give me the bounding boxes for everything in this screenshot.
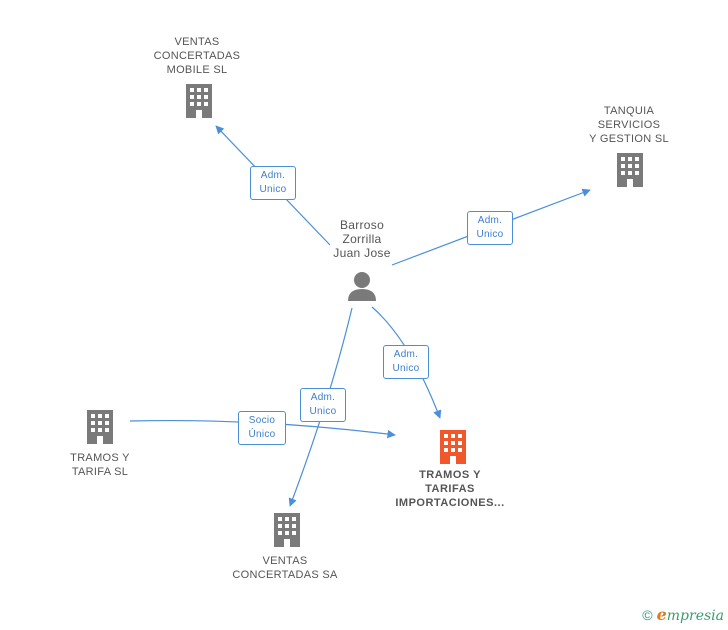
- building-icon[interactable]: [186, 84, 212, 118]
- brand-logo[interactable]: empresia: [657, 605, 724, 624]
- node-label-line: MOBILE SL: [166, 64, 228, 76]
- node-label-line: SERVICIOS: [597, 119, 661, 131]
- edge-label-to-tanquia: Adm. Unico: [467, 211, 513, 245]
- brand-initial: e: [656, 605, 667, 624]
- building-icon[interactable]: [274, 513, 300, 547]
- footer-branding: © empresia: [642, 605, 724, 624]
- edge-label-to-ventas-mobile: Adm. Unico: [250, 166, 296, 200]
- edge-label-to-focus: Adm. Unico: [383, 345, 429, 379]
- node-label-line: CONCERTADAS SA: [232, 569, 338, 581]
- node-person-barroso[interactable]: Barroso Zorrilla Juan Jose: [312, 218, 412, 260]
- node-label-line: TRAMOS Y: [70, 452, 130, 464]
- node-tramos-tarifa[interactable]: TRAMOS Y TARIFA SL: [40, 451, 160, 479]
- building-icon[interactable]: [617, 153, 643, 187]
- edge-label-line: Único: [248, 429, 276, 440]
- edge-label-line: Adm.: [310, 392, 336, 403]
- building-icon[interactable]: [440, 430, 466, 464]
- node-focus-tramos-tarifas-importaciones[interactable]: TRAMOS Y TARIFAS IMPORTACIONES...: [380, 468, 520, 510]
- copyright-symbol: ©: [642, 606, 653, 623]
- edge-label-line: Adm.: [477, 215, 503, 226]
- edge-label-line: Unico: [392, 363, 420, 374]
- node-label-line: Zorrilla: [342, 232, 382, 246]
- node-label-line: IMPORTACIONES...: [395, 497, 505, 509]
- node-label-line: Juan Jose: [333, 246, 391, 260]
- edge-label-line: Unico: [259, 184, 287, 195]
- node-label-line: TANQUIA: [603, 105, 655, 117]
- node-label-line: Y GESTION SL: [589, 133, 669, 145]
- node-ventas-concertadas-mobile[interactable]: VENTAS CONCERTADAS MOBILE SL: [137, 35, 257, 77]
- node-label-line: TARIFA SL: [71, 466, 129, 478]
- node-label-line: Barroso: [339, 218, 385, 232]
- node-ventas-concertadas-sa[interactable]: VENTAS CONCERTADAS SA: [225, 554, 345, 582]
- building-icon[interactable]: [87, 410, 113, 444]
- node-label-line: CONCERTADAS: [153, 50, 241, 62]
- edge-label-line: Socio: [248, 415, 276, 426]
- node-label-line: TARIFAS: [425, 483, 475, 495]
- edge-label-line: Adm.: [393, 349, 419, 360]
- node-label-line: VENTAS: [174, 36, 220, 48]
- node-label-line: VENTAS: [262, 555, 308, 567]
- node-tanquia[interactable]: TANQUIA SERVICIOS Y GESTION SL: [569, 104, 689, 146]
- edge-label-tramos-to-focus: Socio Único: [238, 411, 286, 445]
- edge-label-to-ventas-sa: Adm. Unico: [300, 388, 346, 422]
- node-label-line: TRAMOS Y: [419, 469, 481, 481]
- person-icon[interactable]: [348, 272, 376, 301]
- edge-label-line: Unico: [476, 229, 504, 240]
- edge-label-line: Adm.: [260, 170, 286, 181]
- edge-label-line: Unico: [309, 406, 337, 417]
- brand-name: mpresia: [666, 608, 724, 624]
